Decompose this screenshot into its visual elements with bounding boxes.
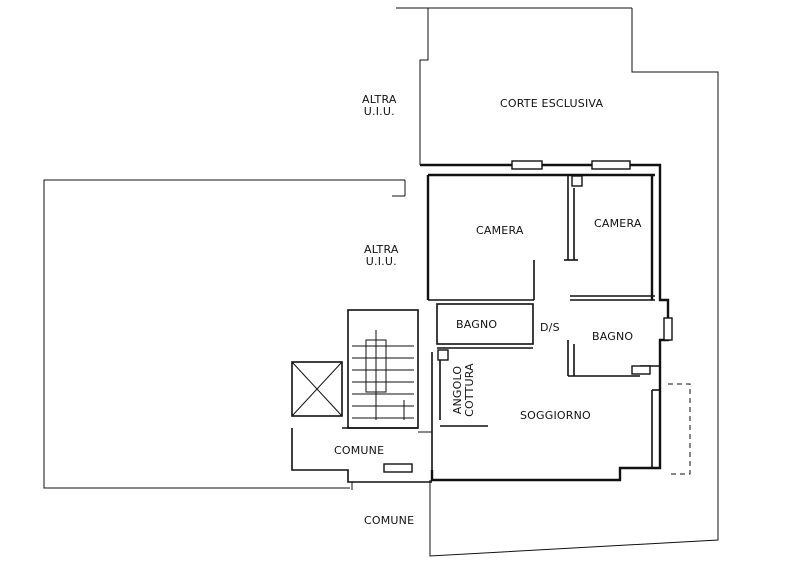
neighbour-unit-outline [43, 179, 406, 489]
label-altra-uiu-top: ALTRA U.I.U. [362, 94, 397, 118]
label-altra-uiu-top-line2: U.I.U. [363, 105, 395, 118]
interior-walls [428, 175, 660, 470]
apartment-outer-walls [420, 160, 673, 482]
label-angolo-cottura-line2: COTTURA [463, 363, 476, 417]
label-comune-inner: COMUNE [334, 444, 385, 457]
label-altra-uiu-top-line1: ALTRA [362, 93, 397, 106]
label-altra-uiu-left-line2: U.I.U. [365, 255, 397, 268]
label-soggiorno: SOGGIORNO [520, 409, 591, 422]
label-angolo-cottura: ANGOLO COTTURA [451, 358, 476, 422]
label-corte-esclusiva: CORTE ESCLUSIVA [500, 97, 604, 110]
courtyard-boundary [396, 7, 719, 557]
balcony-outline [668, 383, 691, 475]
elevator-shaft [291, 361, 343, 417]
label-altra-uiu-left: ALTRA U.I.U. [364, 244, 399, 268]
common-hall-walls [291, 427, 432, 490]
label-camera-1: CAMERA [476, 224, 524, 237]
label-camera-2: CAMERA [594, 217, 642, 230]
label-altra-uiu-left-line1: ALTRA [364, 243, 399, 256]
stair-core [347, 309, 419, 429]
label-bagno-2: BAGNO [592, 330, 634, 343]
label-disimpegno: D/S [540, 321, 560, 334]
label-bagno-1: BAGNO [456, 318, 498, 331]
label-comune-outer: COMUNE [364, 514, 415, 527]
